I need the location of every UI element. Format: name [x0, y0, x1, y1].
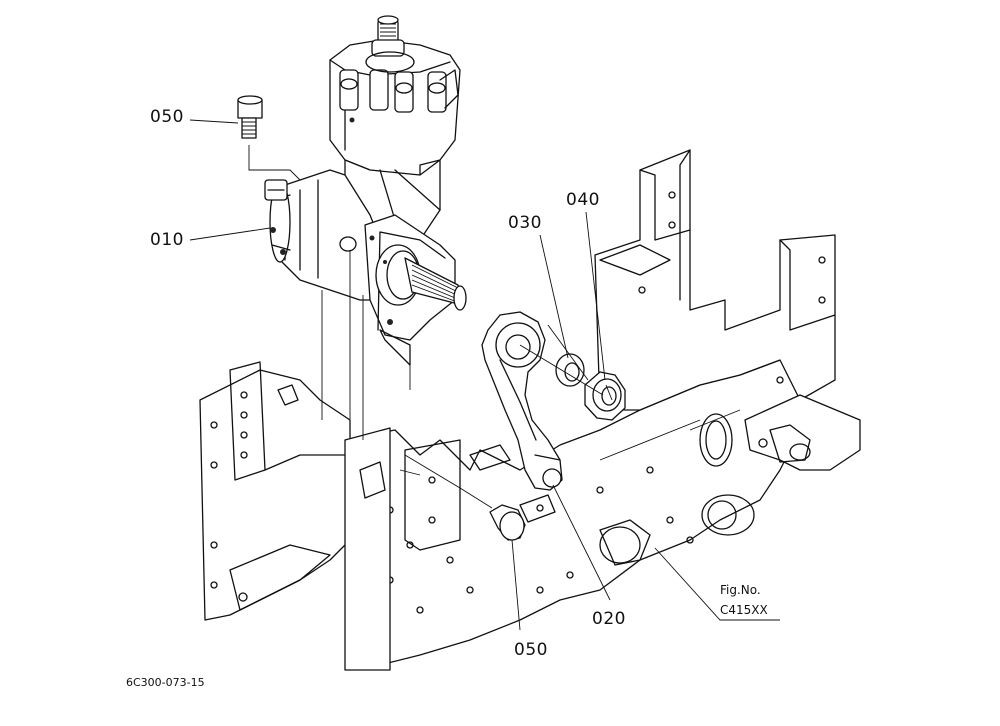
frame-inner-plate	[344, 427, 461, 671]
frame-right-bracket	[744, 394, 861, 471]
arm-axis-line	[519, 344, 604, 396]
mounting-axis-lines	[321, 250, 411, 440]
steering-gearbox	[264, 15, 467, 366]
callout-040: 040	[566, 190, 600, 210]
washer	[555, 353, 585, 387]
drawing-number: 6C300-073-15	[126, 676, 205, 689]
figure-ref-label: Fig.No.	[720, 583, 761, 597]
bolt-bottom	[404, 454, 556, 541]
pitman-arm	[481, 311, 563, 491]
callout-leaders	[189, 119, 780, 631]
bolt-top	[237, 95, 301, 181]
callout-010: 010	[150, 230, 184, 250]
figure-ref-code: C415XX	[720, 603, 768, 617]
frame-left-plate	[199, 361, 351, 621]
callout-050-bottom: 050	[514, 640, 548, 660]
callout-050-top: 050	[150, 107, 184, 127]
nut	[584, 371, 626, 421]
frame-front-plate	[344, 359, 801, 671]
callout-020: 020	[592, 609, 626, 629]
callout-030: 030	[508, 213, 542, 233]
frame-rear-plate	[594, 149, 836, 411]
